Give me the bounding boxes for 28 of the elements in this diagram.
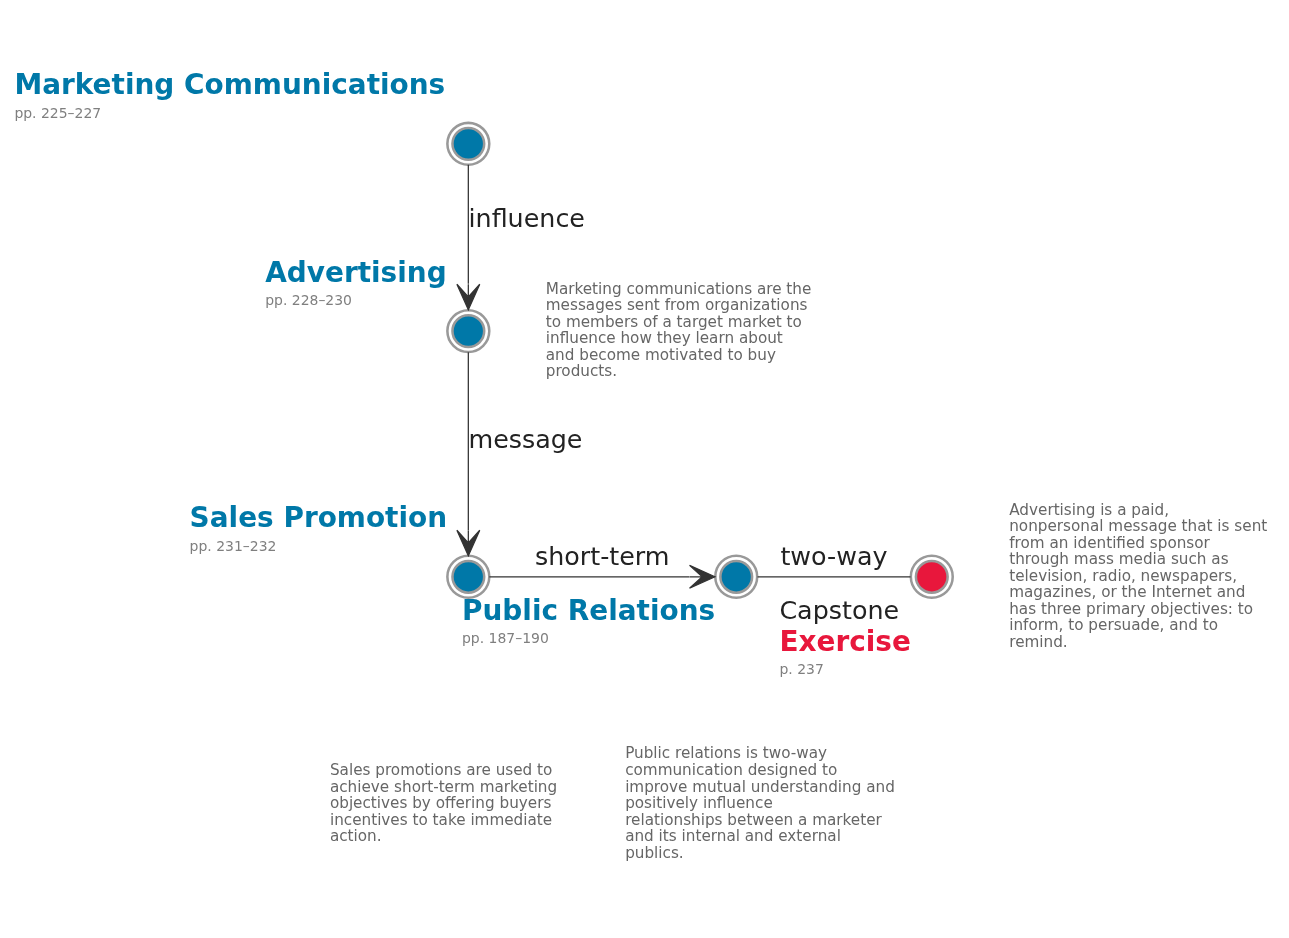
edge-label: two-way: [780, 540, 888, 571]
node-label: Exercise: [779, 624, 911, 658]
edge-label: message: [468, 423, 583, 454]
node-label: pp. 225–227: [14, 104, 102, 121]
label: Marketing communications are the messages sent from organizations to members of a target market to influence how they learn about and become motivated to buy products.: [545, 279, 812, 380]
node-label: Marketing Communications: [14, 67, 446, 101]
node-label: Public Relations: [461, 593, 716, 627]
label: Sales promotions are used to achieve short-term marketing objectives by offering buyers incentives to take immediate action.: [329, 760, 558, 845]
node-circle: [446, 554, 491, 599]
node-label: Sales Promotion: [189, 500, 448, 534]
node-label: Capstone: [779, 594, 900, 625]
arrow: [456, 163, 481, 310]
connector: [756, 575, 912, 577]
node-label: pp. 231–232: [189, 537, 277, 554]
edge-label: influence: [468, 202, 585, 233]
node-label: p. 237: [779, 660, 824, 677]
edge-label: short-term: [534, 540, 670, 571]
label: Public relations is two-way communication designed to improve mutual understanding and positively influence relationships between a marketer and its internal and external publics.: [625, 743, 895, 862]
node-circle: [446, 121, 491, 166]
node-circle: [909, 554, 954, 599]
node-label: Advertising: [265, 255, 447, 289]
node-circle: [714, 554, 759, 599]
arrow: [456, 351, 481, 556]
node-circle: [446, 308, 491, 353]
node-label: pp. 187–190: [461, 629, 549, 646]
node-label: pp. 228–230: [265, 291, 352, 308]
label: Advertising is a paid, nonpersonal message that is sent from an identified sponsor through mass media such as television, radio, newspapers, magazines, or the Internet and has three primary objectives: to inform, to persuade, and to remind.: [1009, 500, 1268, 651]
arrow: [488, 564, 716, 589]
